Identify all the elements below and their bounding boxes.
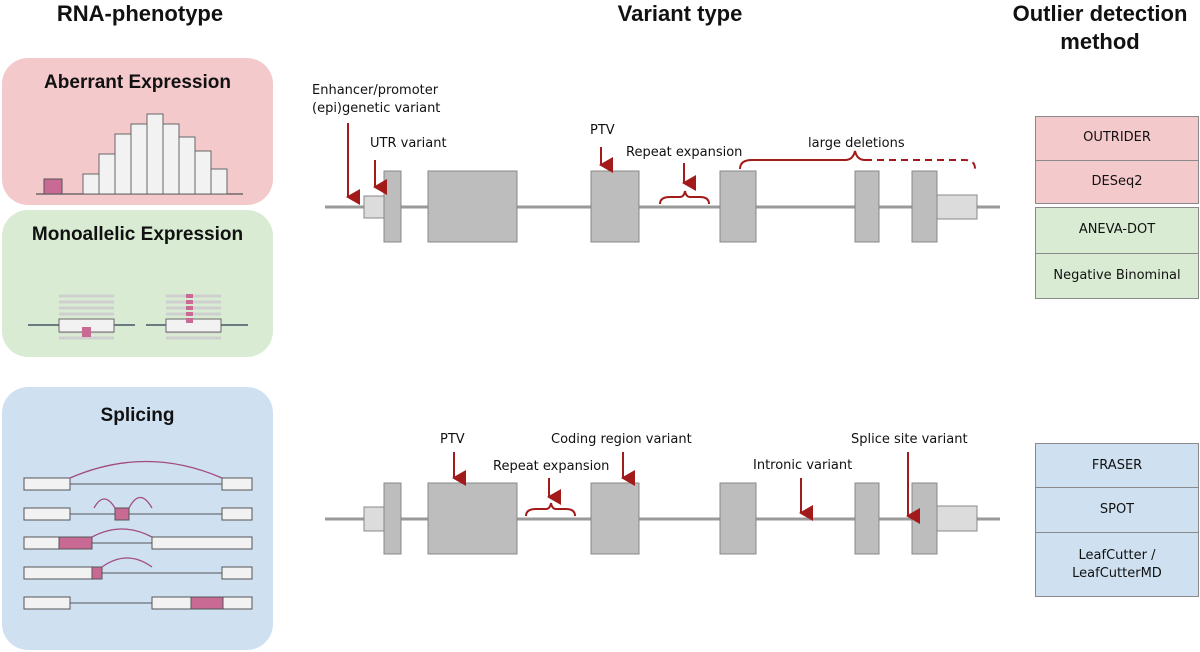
method-negative-binominal: Negative Binominal	[1036, 252, 1198, 299]
method-outrider: OUTRIDER	[1083, 130, 1151, 146]
repeat-top-brace	[659, 190, 710, 205]
expression-methods: OUTRIDER DESeq2	[1035, 116, 1199, 204]
ptv-top-label: PTV	[590, 123, 615, 138]
method-aneva-dot: ANEVA-DOT	[1078, 222, 1156, 238]
splicing-methods: FRASER SPOT LeafCutter / LeafCutterMD	[1035, 443, 1199, 597]
coding-region-label: Coding region variant	[551, 432, 692, 447]
intronic-label: Intronic variant	[753, 458, 852, 473]
large-deletions-label: large deletions	[808, 136, 905, 151]
enhancer-label-line2: (epi)genetic variant	[312, 101, 440, 116]
repeat-bottom-brace	[525, 502, 576, 517]
method-leafcutter: LeafCutter / LeafCutterMD	[1036, 532, 1198, 596]
monoallelic-methods: ANEVA-DOT Negative Binominal	[1035, 207, 1199, 299]
repeat-bottom-label: Repeat expansion	[493, 459, 609, 474]
method-deseq2: DESeq2	[1036, 159, 1198, 204]
variant-diagrams: Enhancer/promoter (epi)genetic variant U…	[312, 83, 1000, 555]
variant-type-header: Variant type	[617, 1, 743, 26]
large-deletion-brace	[739, 150, 866, 170]
outlier-method-header-line2: method	[1060, 29, 1140, 54]
repeat-top-label: Repeat expansion	[626, 145, 742, 160]
utr-label: UTR variant	[370, 136, 447, 151]
ptv-bottom-label: PTV	[440, 432, 465, 447]
splicing-isoforms-illustration	[23, 460, 253, 610]
expression-histogram	[36, 113, 243, 195]
aberrant-expression-title: Aberrant Expression	[44, 72, 231, 93]
method-fraser: FRASER	[1091, 457, 1143, 473]
splicing-panel: Splicing	[2, 387, 273, 650]
monoallelic-expression-panel: Monoallelic Expression	[2, 210, 273, 357]
outlier-method-header-line1: Outlier detection	[1012, 1, 1188, 26]
bottom-gene-model	[325, 482, 1000, 555]
outlier-method-header: Outlier detection method	[1000, 0, 1200, 56]
splicing-title: Splicing	[100, 405, 175, 426]
splice-site-label: Splice site variant	[851, 432, 968, 447]
top-gene-model	[325, 170, 1000, 243]
enhancer-label-line1: Enhancer/promoter	[312, 83, 439, 98]
method-spot: SPOT	[1036, 487, 1198, 532]
monoallelic-reads-illustration	[28, 294, 248, 340]
rna-phenotype-header: RNA-phenotype	[56, 1, 224, 26]
monoallelic-expression-title: Monoallelic Expression	[31, 224, 244, 245]
large-deletion-brace-dashed	[865, 159, 976, 170]
aberrant-expression-panel: Aberrant Expression	[2, 58, 273, 205]
